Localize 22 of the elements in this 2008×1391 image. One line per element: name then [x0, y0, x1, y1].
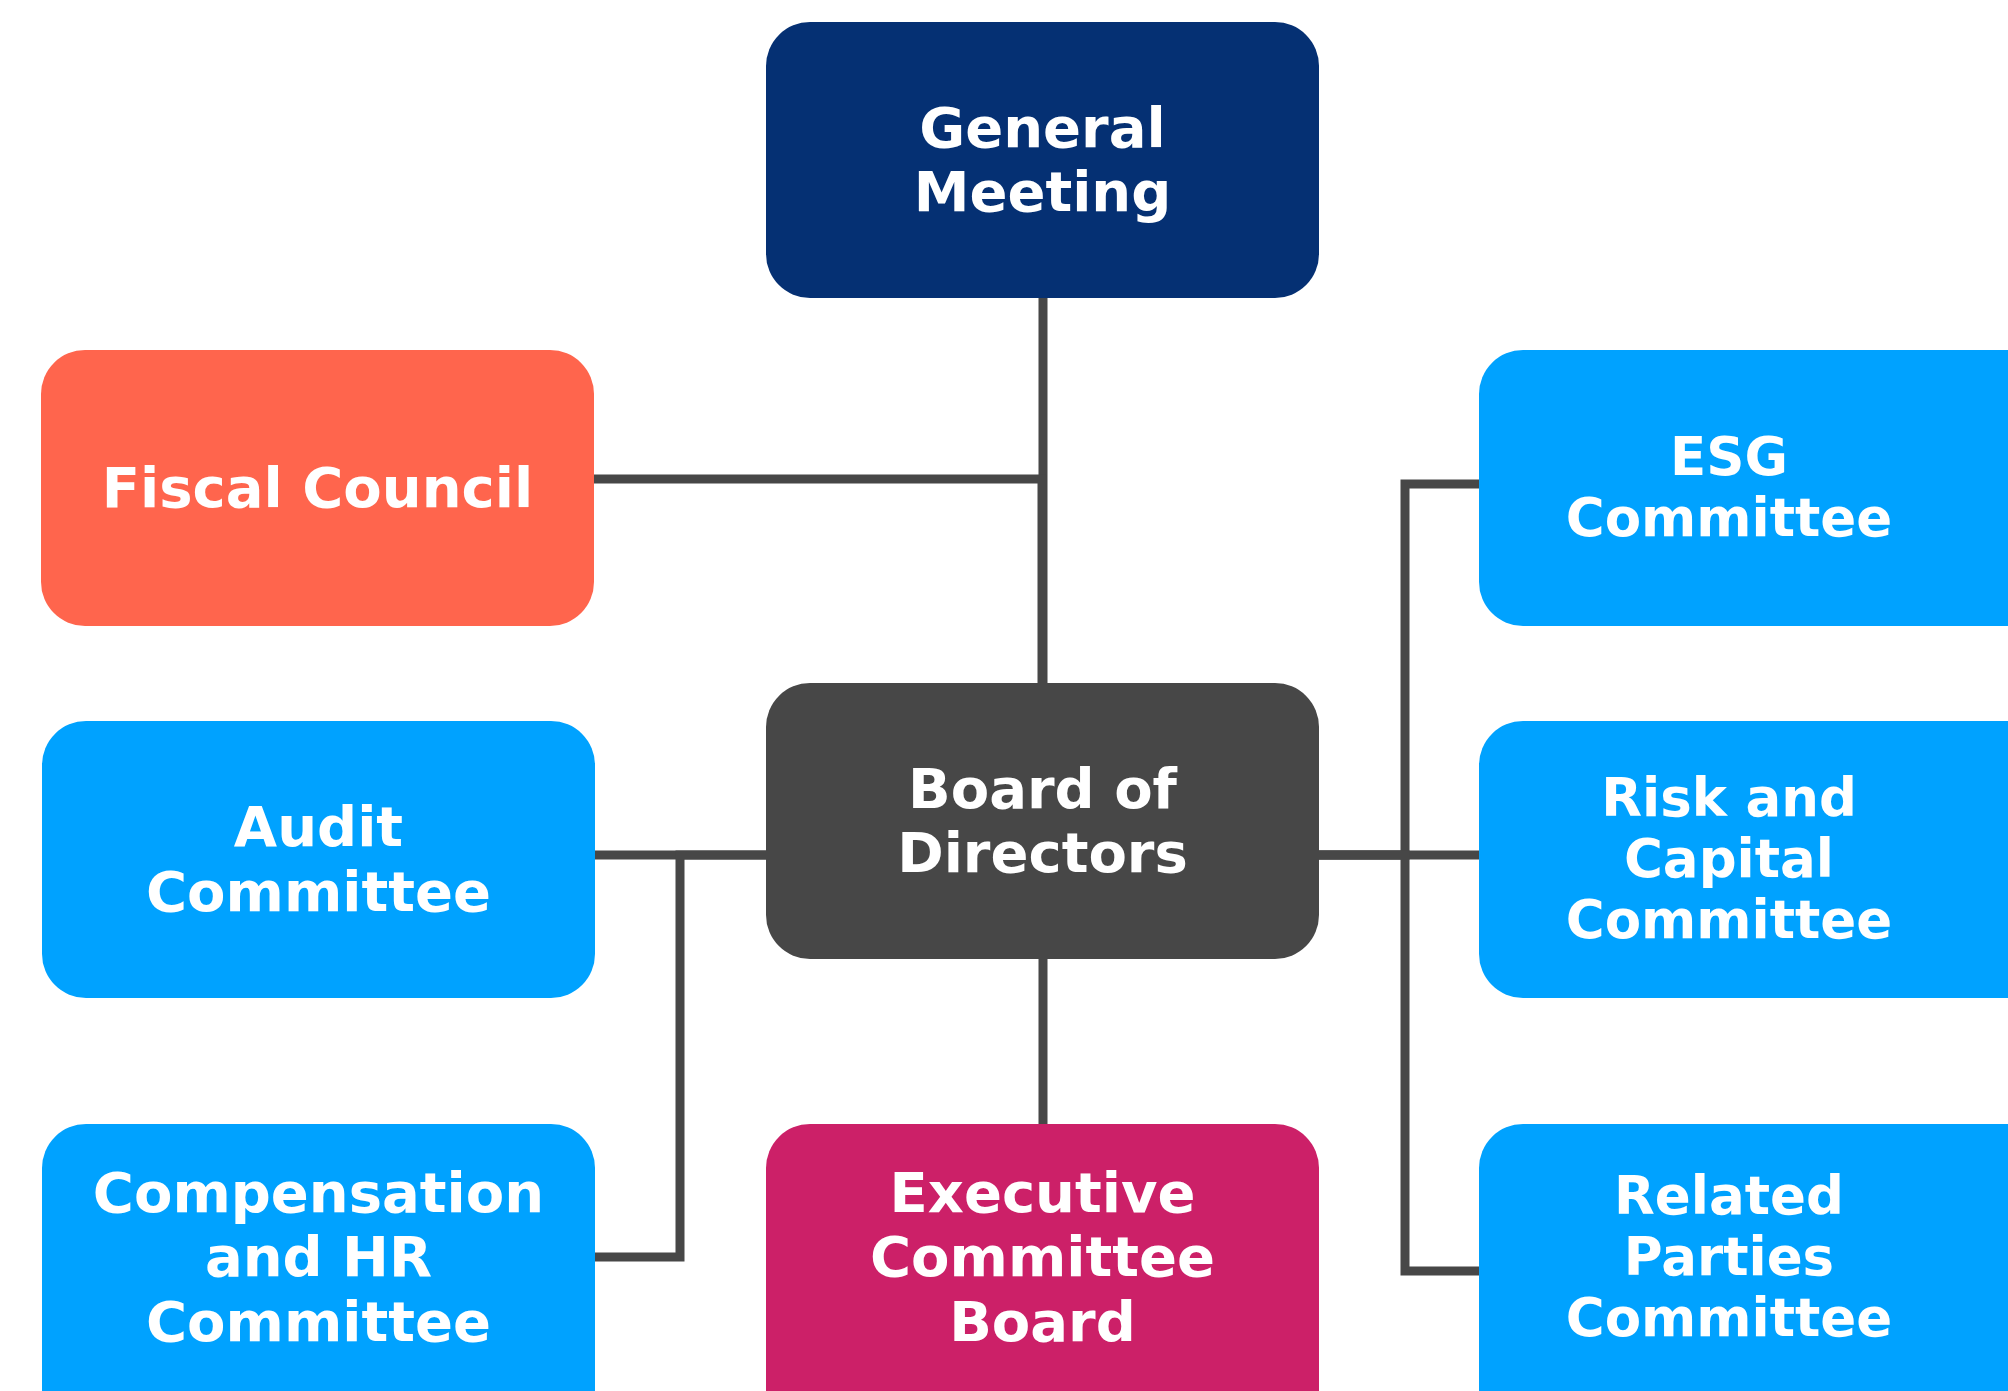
council-box	[41, 350, 594, 626]
node-label: Risk and Capital Committee	[1564, 768, 1894, 951]
committee-box	[1479, 350, 2008, 626]
node-label: General Meeting	[912, 95, 1173, 225]
connector-line	[595, 850, 766, 1262]
node-label: ESG Committee	[1564, 427, 1894, 549]
committee-box	[766, 1124, 1319, 1391]
node-label: Audit Committee	[145, 795, 492, 924]
governance-box	[766, 22, 1319, 298]
board-box	[766, 683, 1319, 959]
node-label: Board of Directors	[896, 756, 1189, 886]
connector-line	[1038, 959, 1048, 1124]
connector-line	[1319, 850, 1479, 1276]
committee-box	[1479, 721, 2008, 998]
committee-box	[1479, 1124, 2008, 1391]
connector-line	[1038, 298, 1048, 683]
node-label: Compensation and HR Committee	[91, 1160, 546, 1355]
node-label: Executive Committee Board	[869, 1160, 1216, 1355]
node-label: Related Parties Committee	[1564, 1166, 1894, 1349]
committee-box	[42, 1124, 595, 1391]
node-label: Fiscal Council	[101, 455, 534, 521]
committee-box	[42, 721, 595, 998]
